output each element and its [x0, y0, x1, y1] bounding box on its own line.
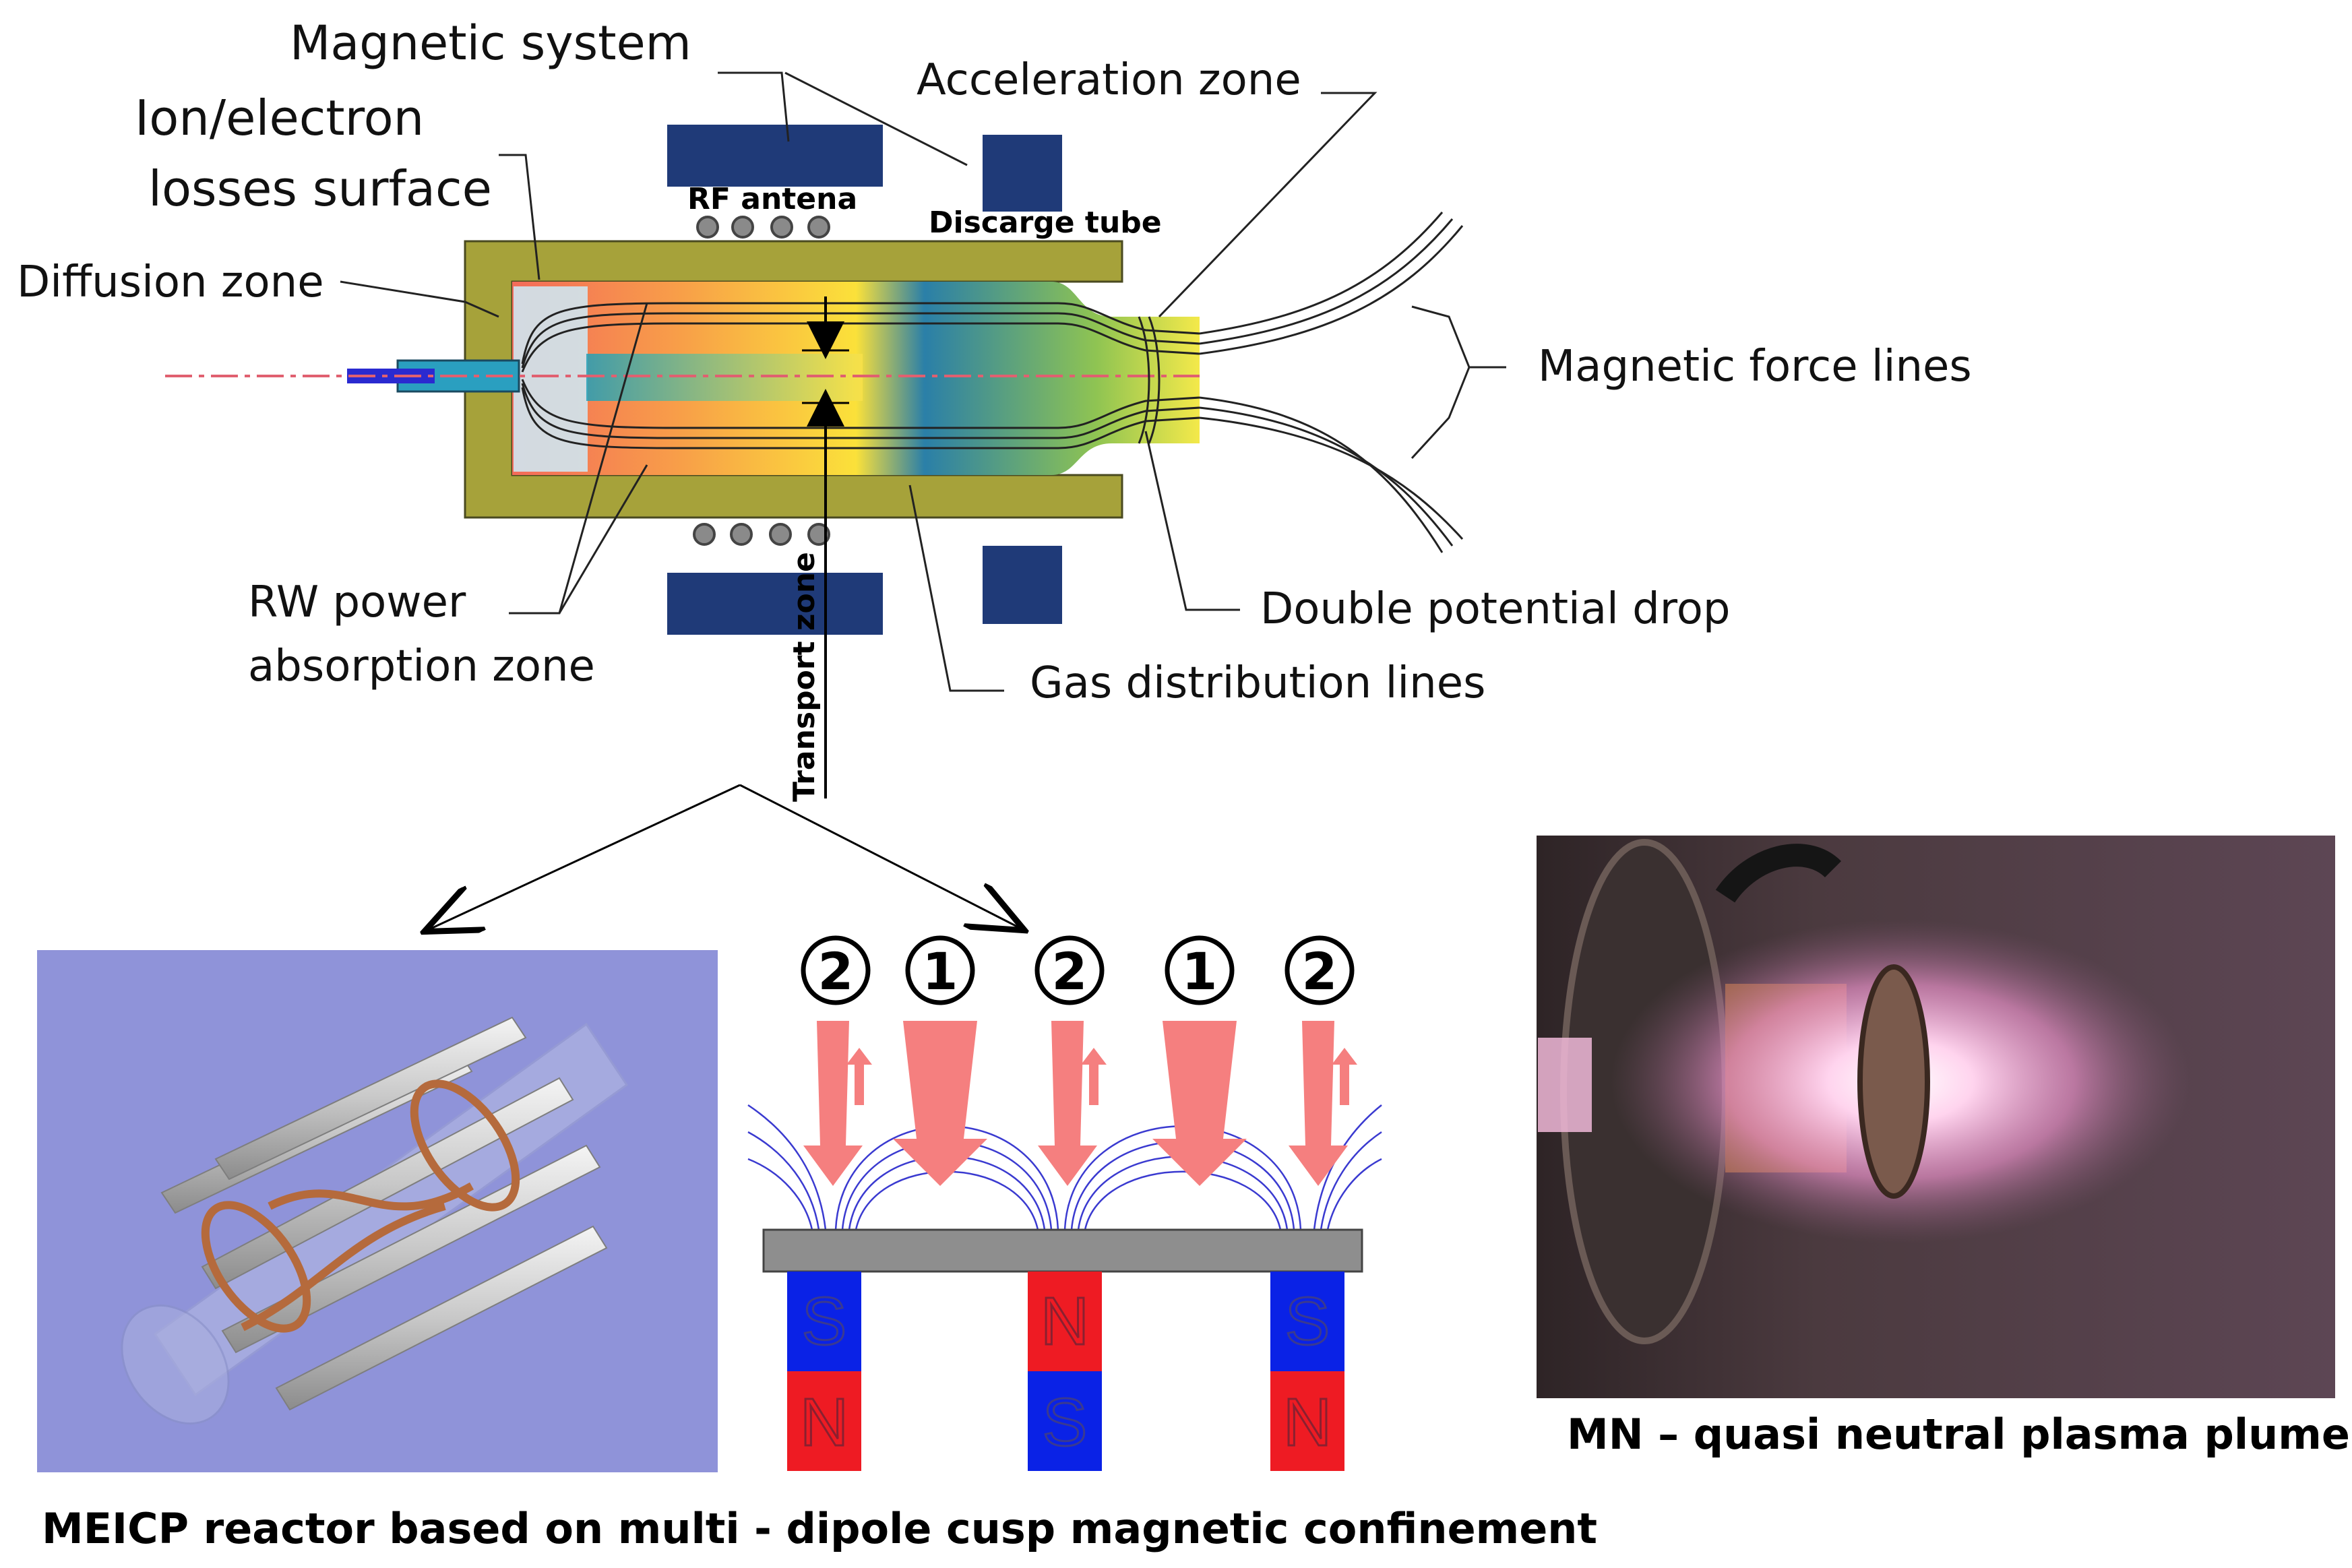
- magnet-pole-top: N: [1041, 1284, 1089, 1359]
- label-magnetic-force-lines: Magnetic force lines: [1538, 342, 1972, 391]
- diffusion-zone-region: [514, 286, 588, 472]
- cusp-marker: 1: [1165, 935, 1235, 1005]
- cusp-marker-number: 2: [1302, 941, 1338, 1001]
- meicp-reactor-render: [37, 950, 718, 1472]
- cusp-marker-number: 2: [818, 941, 854, 1001]
- cusp-flux-arrows: [803, 1021, 1357, 1186]
- gas-inlet-core: [347, 369, 435, 383]
- cusp-marker: 2: [1285, 935, 1355, 1005]
- rf-antenna-coils-top: [696, 216, 830, 239]
- label-transport-zone: Transport zone: [787, 552, 822, 802]
- leader-lines: [340, 71, 1506, 692]
- external-magnetic-force-lines: [1199, 212, 1464, 553]
- magnet-coil-top-left: [667, 125, 883, 187]
- zoom-arrow-left: [428, 784, 741, 930]
- photo-left-glow: [1538, 1038, 1592, 1132]
- zoom-arrow-right: [739, 784, 1021, 929]
- label-ion-electron-line1: Ion/electron: [135, 90, 424, 146]
- label-diffusion-zone: Diffusion zone: [17, 257, 324, 307]
- cusp-marker-number: 1: [923, 941, 958, 1001]
- magnet-pole-bottom: S: [1043, 1385, 1088, 1460]
- cusp-markers: 2 1 2 1 2: [801, 935, 1355, 1005]
- quartz-rods: [160, 1016, 608, 1411]
- label-gas-distribution-lines: Gas distribution lines: [1030, 658, 1485, 708]
- magnet-pole-top: S: [802, 1284, 847, 1359]
- cusp-marker: 2: [1034, 935, 1105, 1005]
- photo-cable: [1715, 844, 1842, 903]
- label-discarge-tube: Discarge tube: [929, 206, 1162, 240]
- label-rf-antena: RF antena: [687, 182, 857, 216]
- magnet-coil-bottom-right: [983, 546, 1062, 624]
- cusp-wall-plate: [762, 1228, 1363, 1273]
- label-rw-power-line2: absorption zone: [248, 641, 595, 691]
- multi-dipole-cusp-diagram: 2 1 2 1 2: [747, 935, 1382, 1471]
- magnet-coil-top-right: [983, 135, 1062, 212]
- cusp-magnet: S N: [1270, 1272, 1344, 1471]
- label-double-potential-drop: Double potential drop: [1260, 584, 1730, 634]
- label-ion-electron-line2: losses surface: [148, 160, 492, 217]
- cusp-magnet: S N: [787, 1272, 861, 1471]
- cusp-magnet: N S: [1028, 1272, 1102, 1471]
- magnet-coil-bottom-left: [667, 573, 883, 635]
- thruster-schematic: [165, 125, 1464, 798]
- caption-mn-plasma-plume: MN – quasi neutral plasma plume: [1567, 1410, 2350, 1459]
- label-acceleration-zone: Acceleration zone: [917, 55, 1301, 105]
- label-rw-power-line1: RW power: [248, 577, 466, 627]
- cusp-marker: 1: [905, 935, 975, 1005]
- magnet-pole-bottom: N: [1283, 1385, 1332, 1460]
- magnet-pole-bottom: N: [800, 1385, 848, 1460]
- caption-meicp-reactor: MEICP reactor based on multi - dipole cu…: [42, 1504, 1597, 1553]
- cusp-marker-number: 2: [1052, 941, 1088, 1001]
- label-magnetic-system: Magnetic system: [290, 15, 691, 71]
- photo-magnetic-nozzle-ring: [1857, 964, 1930, 1199]
- cusp-marker-number: 1: [1182, 941, 1218, 1001]
- internal-field-lines: [521, 302, 1200, 449]
- cusp-marker: 2: [801, 935, 871, 1005]
- copper-antenna-loops: [201, 1079, 520, 1333]
- double-potential-drop-marks: [1138, 316, 1160, 444]
- magnet-pole-top: S: [1285, 1284, 1330, 1359]
- plasma-plume-photo: [1537, 836, 2335, 1398]
- rf-antenna-coils-bottom: [693, 523, 830, 546]
